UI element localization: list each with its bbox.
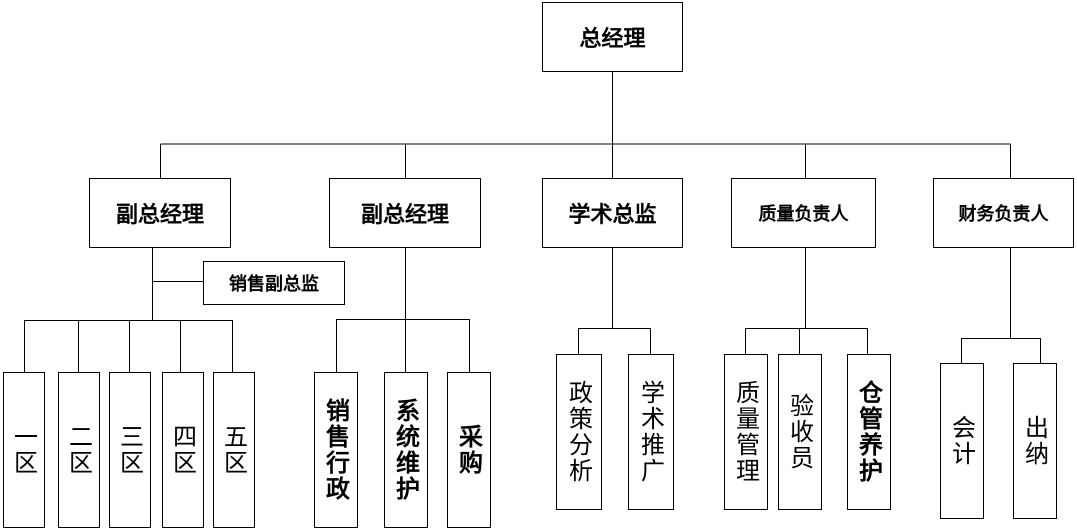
quality-management-box: 质量管理 — [724, 354, 768, 510]
vp-ops-box: 副总经理 — [329, 178, 481, 248]
sales-admin-box: 销售行政 — [314, 372, 358, 528]
region-5-box: 五区 — [213, 372, 255, 528]
region-2-box: 二区 — [58, 372, 100, 528]
ceo-box: 总经理 — [542, 2, 683, 72]
quality-head-box: 质量负责人 — [731, 178, 876, 248]
region-3-box: 三区 — [109, 372, 151, 528]
cashier-box: 出纳 — [1013, 363, 1057, 519]
acceptance-clerk-box: 验收员 — [778, 354, 822, 510]
region-4-box: 四区 — [162, 372, 204, 528]
system-maintenance-box: 系统维护 — [384, 372, 428, 528]
academic-promotion-box: 学术推广 — [628, 354, 674, 510]
region-1-box: 一区 — [3, 372, 45, 528]
academic-director-box: 学术总监 — [542, 178, 683, 248]
sales-deputy-director-box: 销售副总监 — [203, 261, 345, 305]
accountant-box: 会计 — [940, 363, 984, 519]
vp-sales-box: 副总经理 — [89, 178, 231, 248]
warehouse-maintenance-box: 仓管养护 — [847, 354, 891, 510]
policy-analysis-box: 政策分析 — [556, 354, 602, 510]
purchasing-box: 采购 — [447, 372, 491, 528]
finance-head-box: 财务负责人 — [933, 178, 1074, 248]
